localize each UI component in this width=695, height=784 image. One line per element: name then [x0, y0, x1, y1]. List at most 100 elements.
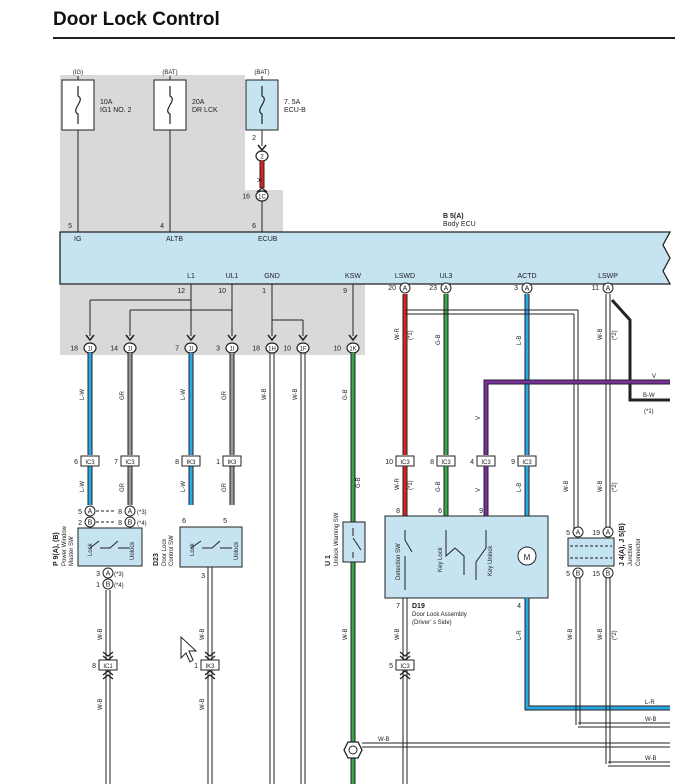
- j4-name: Connector: [636, 538, 642, 566]
- j4-pin-letter: B: [606, 571, 611, 578]
- ic-left-1-pin: 7: [114, 459, 118, 466]
- fuse-source: (BAT): [254, 70, 269, 76]
- junction-0-pin: 18: [70, 346, 78, 353]
- p9-pin-b-letter: B: [88, 520, 93, 527]
- ecu-pin: 1: [262, 288, 266, 295]
- d19-name: (Driver’ s Side): [412, 620, 452, 626]
- ground-junction-dot: [348, 745, 358, 755]
- d19-name: Door Lock Assembly: [412, 612, 467, 618]
- p9-pin-a3-letter: A: [106, 571, 111, 578]
- junction-arrow: [125, 334, 135, 342]
- ecu-pin-5-letter: A: [444, 286, 449, 293]
- p9-note: (*4): [137, 521, 147, 527]
- p9-pin-a2-letter: A: [128, 509, 133, 516]
- ecub-conn-bottom-conn: 1C: [258, 195, 266, 201]
- ic-left-2-box: [181, 455, 201, 467]
- d19-motor: M: [524, 553, 531, 562]
- wire-label: (*2): [612, 330, 618, 340]
- wire-label: W-B: [200, 628, 206, 640]
- wire-label: W-B: [568, 628, 574, 640]
- junction-1-pin: 14: [110, 346, 118, 353]
- bottom-ic1-pin: 8: [92, 663, 96, 670]
- d23-unlock: Unlock: [234, 541, 240, 560]
- ic-left-0-conn: IC3: [85, 460, 95, 466]
- shaded-area: [60, 75, 365, 355]
- u1-box: [342, 521, 366, 563]
- d19-pin: 8: [396, 508, 400, 515]
- wire-label: GR: [222, 482, 228, 492]
- wire-label: L-R: [645, 700, 655, 706]
- u1-switch: [352, 528, 362, 558]
- p9-pin-b-circle: [84, 516, 96, 528]
- ecu-pin-4-letter: A: [403, 286, 408, 293]
- wire-label: GR: [222, 390, 228, 400]
- p9-chev2: [102, 670, 114, 680]
- j4-pin-circle: [602, 526, 614, 538]
- p9-pin-b1-letter: B: [106, 582, 111, 589]
- d23-chev: [204, 651, 216, 661]
- ic-right-0-pin: 10: [385, 459, 393, 466]
- fuse-name: ECU-B: [284, 107, 306, 114]
- fuse-source: (IG): [73, 70, 83, 76]
- junction-4-oval: [265, 342, 279, 354]
- bottom-ic3-box: [395, 659, 415, 671]
- junction-6-pin: 10: [333, 346, 341, 353]
- p9-num: 3: [96, 571, 100, 578]
- wire-label: G-B: [436, 481, 442, 492]
- d23-lock: Lock: [190, 542, 196, 556]
- p9-pin-b2-circle: [124, 516, 136, 528]
- lr-wire: [525, 598, 670, 710]
- ecu-pin: 12: [177, 288, 185, 295]
- ecu-term-ul3: UL3: [440, 273, 453, 280]
- ecub-conn-top-conn: 2: [260, 155, 264, 161]
- ecu-pin: 20: [388, 285, 396, 292]
- ecu-term-actd: ACTD: [517, 273, 536, 280]
- fuse-pin: 5: [68, 223, 72, 230]
- d23-switch: [190, 540, 232, 549]
- ecu-pin: 9: [343, 288, 347, 295]
- d23-name: Door Lock: [162, 538, 168, 566]
- p9-num: 5: [78, 509, 82, 516]
- ic-right-3-conn: IC3: [522, 460, 532, 466]
- p9-chev: [102, 651, 114, 661]
- p9-pin-b1-circle: [102, 578, 114, 590]
- wire-label: G-B: [436, 334, 442, 345]
- p9-pin-a-letter: A: [88, 509, 93, 516]
- wire-label: W-B: [200, 698, 206, 710]
- ic-left-3-box: [222, 455, 242, 467]
- wire-label: L-W: [181, 481, 187, 492]
- d19-sw3: Key Unlock: [488, 545, 494, 576]
- ecu-pin: 10: [218, 288, 226, 295]
- wire-label: L-B: [517, 336, 523, 345]
- j4-pin-circle: [602, 567, 614, 579]
- fuse-rating: 7. 5A: [284, 99, 301, 106]
- ecu-term-l1: L1: [187, 273, 195, 280]
- j4-num: 15: [592, 571, 600, 578]
- wire-label: V: [652, 374, 656, 380]
- wire-label: W-B: [378, 737, 390, 743]
- j4-num: 5: [566, 530, 570, 537]
- p9-pin-a3-circle: [102, 567, 114, 579]
- bw-wire: [610, 298, 670, 402]
- ecub-pin-top: 2: [252, 135, 256, 142]
- fuse-rating: 20A: [192, 99, 205, 106]
- ic-right-3-pin: 9: [511, 459, 515, 466]
- ic-left-0-box: [80, 455, 100, 467]
- wire-label: L-W: [80, 389, 86, 400]
- p9-unlock: Unlock: [130, 541, 136, 560]
- ecu-name: Body ECU: [443, 221, 476, 228]
- fuse-rating: 10A: [100, 99, 113, 106]
- d19-chev2: [399, 670, 411, 680]
- d23-name: Control SW: [169, 535, 175, 566]
- wire-label: V: [476, 488, 482, 492]
- wire-label: L-R: [517, 630, 523, 640]
- ecu-ref: B 5(A): [443, 213, 464, 220]
- fuse-icon: [259, 86, 265, 124]
- wire-label: (*1): [408, 480, 414, 490]
- j4-num: 5: [566, 571, 570, 578]
- p9-ref: P 9(A), (B): [53, 532, 60, 566]
- p9-num: 8: [118, 509, 122, 516]
- j4-num: 19: [592, 530, 600, 537]
- p9-box: [77, 527, 143, 567]
- junction-4-pin: 18: [252, 346, 260, 353]
